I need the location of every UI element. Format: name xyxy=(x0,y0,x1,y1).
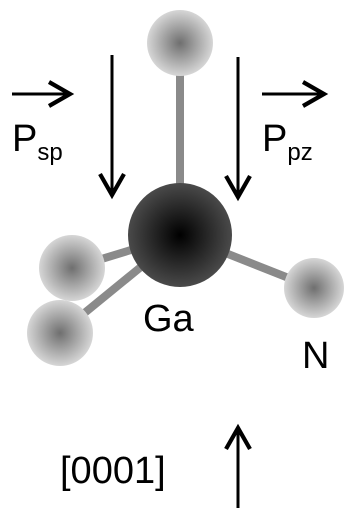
n-atom-right xyxy=(284,258,344,318)
label-p-sp: Psp xyxy=(12,120,63,165)
label-p-pz-main: P xyxy=(262,118,288,160)
label-p-sp-sub: sp xyxy=(37,139,63,166)
label-p-pz-sub: pz xyxy=(287,139,313,166)
label-direction-0001: [0001] xyxy=(60,450,166,492)
n-atom-left-lower xyxy=(27,300,93,366)
label-p-pz: Ppz xyxy=(262,120,313,165)
label-ga: Ga xyxy=(143,298,194,340)
label-p-sp-main: P xyxy=(12,118,38,160)
ga-atom xyxy=(128,183,232,287)
n-atom-left-upper xyxy=(39,235,105,301)
label-n: N xyxy=(302,335,330,377)
n-atom-top xyxy=(147,10,213,76)
